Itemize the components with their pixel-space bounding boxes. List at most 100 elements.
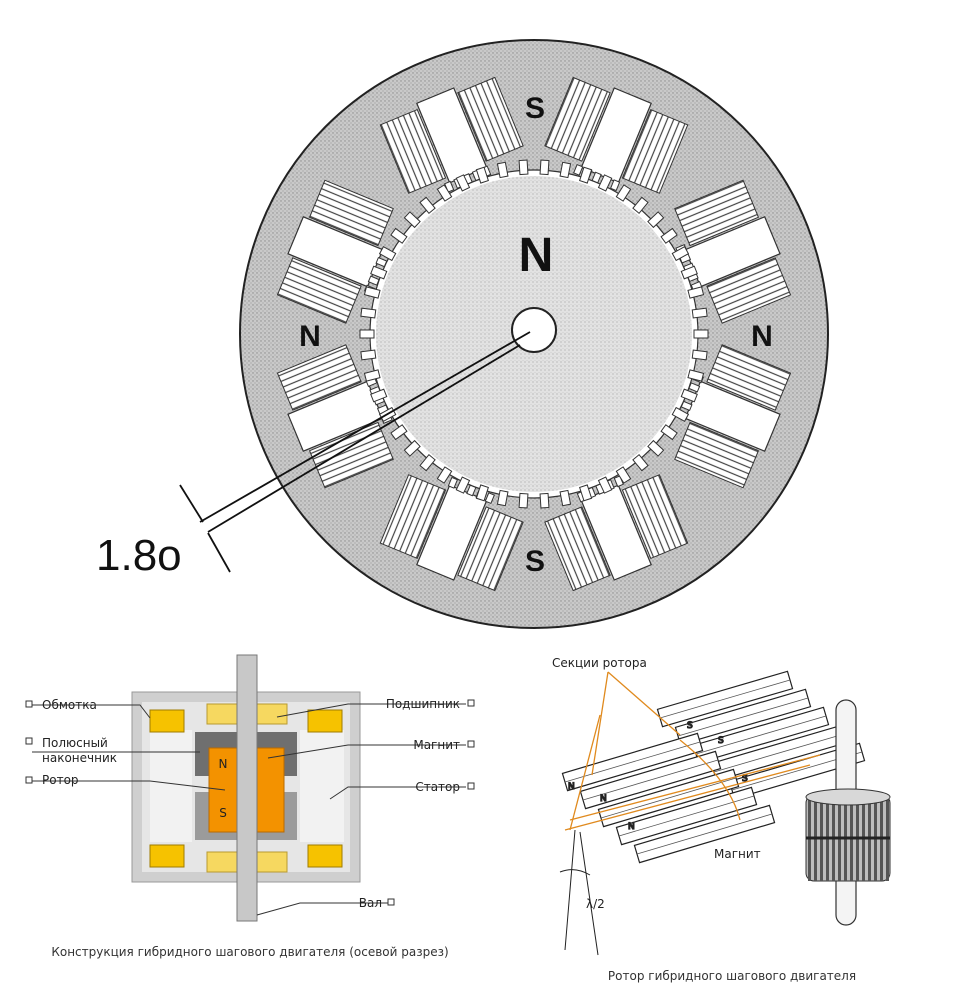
rotor-tooth [363, 369, 381, 382]
rotor-tooth [419, 196, 436, 214]
axial-section: N S Обмотка По [25, 654, 475, 959]
label-pole-tip-2: наконечник [42, 751, 117, 765]
label-rotor-sections: Секции ротора [552, 656, 647, 670]
rotor-tooth [496, 161, 509, 179]
ridge-line [695, 715, 827, 755]
rotor-tooth [518, 492, 529, 509]
coil [706, 257, 792, 324]
rotor-tooth [615, 466, 632, 484]
rotor-tooth [370, 388, 388, 403]
rotor-tooth [660, 424, 678, 441]
coil [621, 474, 689, 560]
coil [457, 76, 524, 162]
rotor-tooth [475, 484, 489, 502]
coil [674, 421, 760, 489]
rotor-tooth [390, 424, 408, 441]
ridge-line [564, 741, 701, 783]
pole-tooth [573, 163, 584, 176]
rotor-tooth [436, 184, 453, 202]
step-angle-label: 1.8o [96, 531, 182, 580]
label-bearing: Подшипник [386, 697, 460, 711]
label-rotor-magnet: Магнит [714, 847, 761, 861]
rotor-tooth [597, 476, 613, 494]
rotor-tooth [615, 184, 632, 202]
rotor-tooth [597, 174, 613, 192]
winding-br [307, 844, 343, 868]
rotor-tooth [455, 476, 471, 494]
rotor-tooth [455, 174, 471, 192]
tooth-mark: S [687, 721, 693, 731]
rotor-tooth [579, 166, 593, 184]
caption-rotor-view: Ротор гибридного шагового двигателя [608, 969, 856, 983]
coil [379, 474, 447, 560]
rotor-tooth [691, 349, 708, 361]
rotor-tooth [403, 439, 421, 457]
pole-tooth [609, 179, 621, 192]
ridge-line [582, 759, 719, 801]
coil [276, 257, 362, 324]
coil [276, 344, 362, 411]
ridge-line [677, 697, 809, 737]
rotor-tooth [436, 466, 453, 484]
coil [308, 421, 394, 489]
rotor-tooth [539, 159, 550, 176]
rotor-tooth [360, 307, 377, 319]
label-stator: Статор [415, 780, 460, 794]
shaft [236, 654, 258, 922]
pole-label-top: S [525, 92, 545, 125]
shaft-hole [511, 307, 557, 353]
coil [544, 76, 611, 162]
magnet-s: S [219, 806, 227, 820]
label-half-lambda: λ/2 [586, 897, 605, 911]
rotor-tooth [518, 159, 529, 176]
rotor-tooth [359, 329, 375, 339]
rotor-tooth [559, 161, 572, 179]
rotor-tooth [671, 245, 690, 262]
rotor-tooth [632, 454, 649, 472]
stator-pole [276, 344, 394, 489]
gear-top [805, 788, 891, 806]
rotor-tooth [539, 492, 550, 509]
rotor-tooth [419, 454, 436, 472]
winding-tr [307, 709, 343, 733]
stator-pole [379, 474, 524, 592]
rotor-tooth [687, 286, 705, 299]
pole-label-right: N [751, 320, 773, 353]
coil [674, 179, 760, 247]
rotor-tooth [363, 286, 381, 299]
rotor-tooth [647, 439, 665, 457]
small-rotor-gear [805, 788, 891, 882]
rotor-tooth [680, 265, 698, 280]
label-rotor: Ротор [42, 773, 79, 787]
magnet-n: N [219, 757, 228, 771]
ridge-line [636, 813, 773, 855]
stator-cross-section: S N N S N 1.8o [96, 39, 829, 629]
ridge-line [713, 733, 845, 773]
rotor-tooth [691, 307, 708, 319]
label-pole-tip-1: Полюсный [42, 736, 108, 750]
ridge-line [600, 777, 737, 819]
caption-axial-section: Конструкция гибридного шагового двигател… [51, 945, 448, 959]
rotor-tooth [378, 245, 397, 262]
tooth-mark: N [600, 794, 607, 804]
label-shaft: Вал [359, 896, 382, 910]
pole-tooth [484, 492, 495, 505]
coil [621, 108, 689, 194]
ridge-line [659, 679, 791, 719]
rotor-tooth [403, 211, 421, 229]
rotor-tooth [559, 489, 572, 507]
rotor-tooth [579, 484, 593, 502]
pole-label-left: N [299, 320, 321, 353]
rotor-tooth [475, 166, 489, 184]
pole-tooth [447, 476, 459, 489]
rotor-tooth [693, 329, 709, 339]
rotor-tooth [360, 349, 377, 361]
rotor-tooth [496, 489, 509, 507]
tooth-mark: S [718, 736, 724, 746]
stator-poles [276, 76, 792, 592]
winding-tl [149, 709, 185, 733]
rotor-tooth [671, 406, 690, 423]
winding-bl [149, 844, 185, 868]
ridge-line [618, 795, 755, 837]
